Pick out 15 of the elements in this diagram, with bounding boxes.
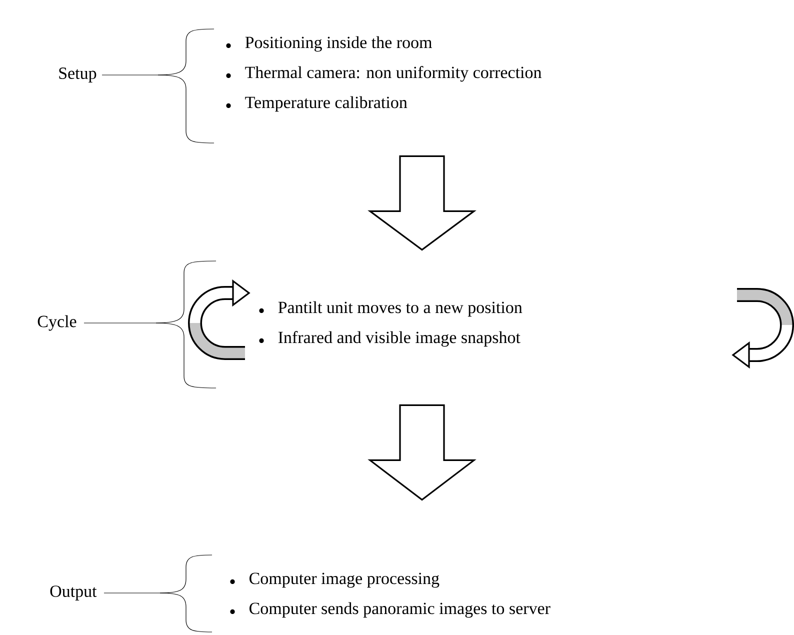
list-item: Temperature calibration xyxy=(245,96,408,112)
side-label: Setup xyxy=(59,68,96,82)
list-item: Pantilt unit moves to a new position xyxy=(278,301,522,317)
side-label: Cycle xyxy=(38,315,76,331)
side-label: Output xyxy=(50,586,97,600)
bullet-list xyxy=(226,36,542,112)
block-arrow xyxy=(368,404,476,501)
list-item: Computer image processing xyxy=(250,572,440,588)
list-item: Thermal camera: non uniformity correction xyxy=(245,66,542,82)
list-item: Computer sends panoramic images to server xyxy=(250,602,550,618)
block-arrow xyxy=(368,155,476,251)
list-item: Infrared and visible image snapshot xyxy=(278,331,520,347)
list-item: Positioning inside the room xyxy=(245,36,432,52)
bullet-list xyxy=(230,572,550,618)
bullet-list xyxy=(259,301,522,347)
